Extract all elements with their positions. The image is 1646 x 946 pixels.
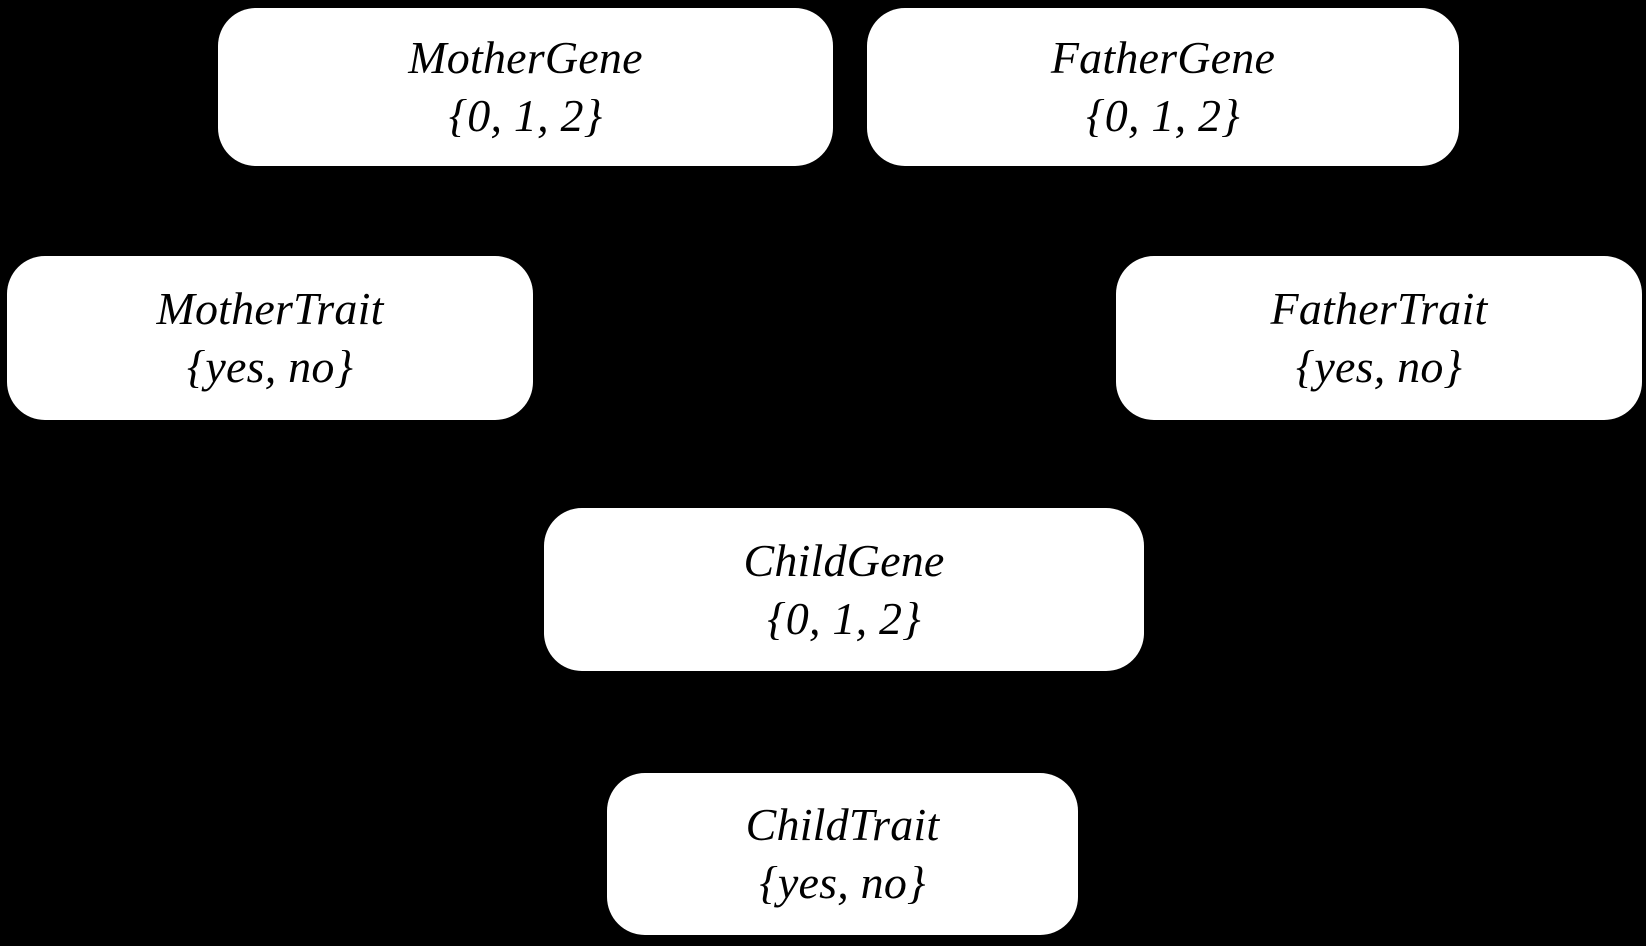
node-child-gene[interactable]: ChildGene {0, 1, 2}	[544, 508, 1144, 671]
node-child-trait-domain: {yes, no}	[759, 857, 926, 908]
node-father-trait[interactable]: FatherTrait {yes, no}	[1116, 256, 1642, 420]
node-mother-trait-label: MotherTrait	[156, 283, 384, 335]
node-mother-gene[interactable]: MotherGene {0, 1, 2}	[218, 8, 833, 166]
node-father-gene-label: FatherGene	[1050, 32, 1276, 84]
node-father-trait-label: FatherTrait	[1270, 283, 1488, 335]
node-mother-gene-label: MotherGene	[408, 32, 643, 84]
node-mother-gene-domain: {0, 1, 2}	[448, 90, 603, 141]
node-father-trait-domain: {yes, no}	[1295, 341, 1463, 392]
node-child-trait[interactable]: ChildTrait {yes, no}	[607, 773, 1078, 935]
node-child-trait-label: ChildTrait	[745, 799, 940, 851]
node-mother-trait-domain: {yes, no}	[186, 341, 354, 392]
node-child-gene-domain: {0, 1, 2}	[767, 592, 921, 644]
node-child-gene-label: ChildGene	[743, 534, 945, 586]
node-father-gene-domain: {0, 1, 2}	[1086, 90, 1240, 141]
node-mother-trait[interactable]: MotherTrait {yes, no}	[7, 256, 533, 420]
node-father-gene[interactable]: FatherGene {0, 1, 2}	[867, 8, 1459, 166]
